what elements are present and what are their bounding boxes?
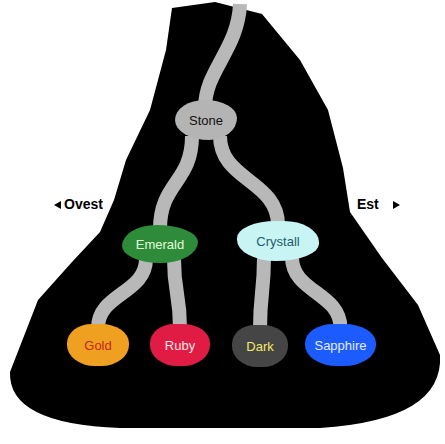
chamber-name: Stone <box>189 113 223 128</box>
tunnel-connector <box>174 259 180 328</box>
west-arrowhead <box>54 201 61 209</box>
chamber-name: Crystall <box>256 234 299 249</box>
chamber-name: Emerald <box>136 237 184 252</box>
direction-label: Est <box>357 196 379 212</box>
cave-chamber: Dark <box>232 325 288 367</box>
cave-chamber: Stone <box>175 100 237 140</box>
east-arrowhead <box>393 201 400 209</box>
tunnel-connector <box>292 257 341 328</box>
tunnel-connector <box>98 259 146 328</box>
tunnel <box>205 4 240 108</box>
tunnel-connector <box>260 257 264 329</box>
chamber-name: Sapphire <box>314 338 366 353</box>
chamber-name: Gold <box>84 338 111 353</box>
chamber-name: Ruby <box>165 338 195 353</box>
tunnel-connector <box>220 136 278 225</box>
cave-chamber: Gold <box>67 324 129 366</box>
direction-label: Ovest <box>64 196 103 212</box>
tunnel-connector <box>160 136 192 229</box>
cave-chamber: Ruby <box>150 324 210 366</box>
cave-chamber: Crystall <box>237 221 319 261</box>
cave-chamber: Sapphire <box>305 324 376 366</box>
mountain-shape <box>10 2 440 428</box>
chamber-name: Dark <box>246 339 273 354</box>
